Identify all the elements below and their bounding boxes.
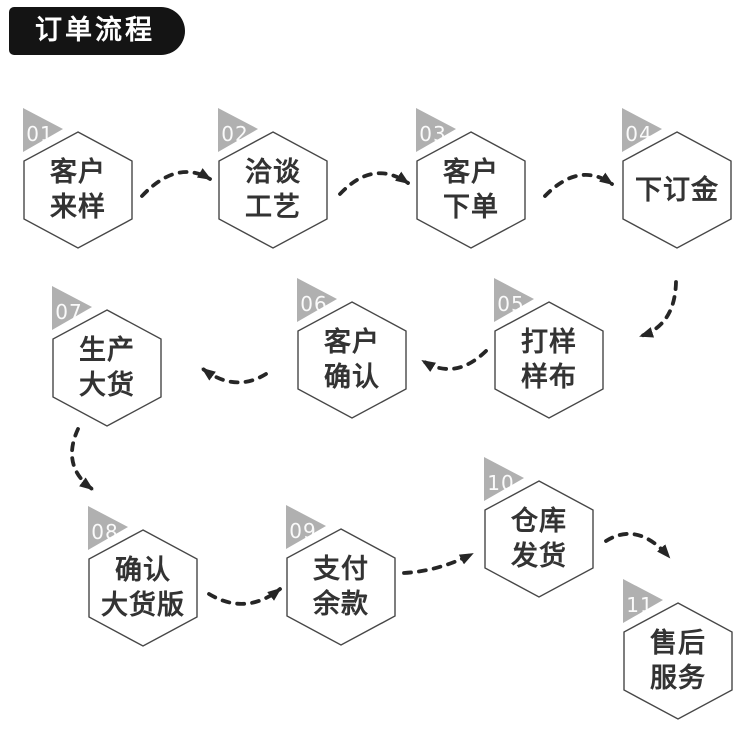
hexagon-step-03	[416, 131, 526, 249]
arrow-10-11	[604, 531, 671, 559]
step-label-02: 洽谈 工艺	[245, 157, 301, 223]
hexagon-step-04	[622, 131, 732, 249]
badge-triangle-10	[484, 457, 524, 501]
step-number-09: 09	[289, 519, 317, 543]
arrow-07-08	[70, 427, 94, 491]
hexagon-step-08	[88, 529, 198, 647]
badge-triangle-09	[286, 505, 326, 549]
badge-triangle-11	[623, 579, 663, 623]
badge-triangle-07	[52, 286, 92, 330]
flow-arrows	[70, 168, 678, 606]
hexagon-step-01	[23, 131, 133, 249]
badge-triangle-01	[23, 108, 63, 152]
badge-triangle-04	[622, 108, 662, 152]
arrow-04-05	[639, 280, 678, 338]
step-number-05: 05	[497, 292, 525, 316]
page-title: 订单流程	[9, 7, 185, 55]
step-number-04: 04	[625, 122, 653, 146]
hexagon-nodes	[23, 131, 733, 720]
step-number-02: 02	[221, 122, 249, 146]
step-number-11: 11	[626, 593, 654, 617]
hexagon-step-06	[297, 301, 407, 419]
badge-triangle-03	[416, 108, 456, 152]
step-label-04: 下订金	[635, 175, 719, 206]
step-label-05: 打样 样布	[521, 327, 577, 393]
arrow-02-03	[338, 171, 410, 196]
badge-triangles	[23, 108, 663, 623]
step-number-06: 06	[300, 292, 328, 316]
step-label-10: 仓库 发货	[511, 506, 567, 572]
step-label-03: 客户 下单	[443, 157, 499, 223]
step-label-06: 客户 确认	[324, 327, 380, 393]
hexagon-step-09	[286, 528, 396, 646]
hexagon-step-10	[484, 480, 594, 598]
arrow-05-06	[421, 349, 488, 373]
badge-triangle-06	[297, 278, 337, 322]
step-label-07: 生产 大货	[79, 335, 135, 401]
step-number-08: 08	[91, 520, 119, 544]
step-label-01: 客户 来样	[50, 157, 106, 223]
step-number-10: 10	[487, 471, 515, 495]
badge-triangle-02	[218, 108, 258, 152]
arrow-09-10	[402, 552, 474, 575]
badge-triangle-08	[88, 506, 128, 550]
badge-triangle-05	[494, 278, 534, 322]
step-label-11: 售后 服务	[650, 628, 706, 694]
hexagon-step-05	[494, 301, 604, 419]
arrow-06-07	[201, 367, 268, 385]
step-label-09: 支付 余款	[313, 554, 369, 620]
hexagon-step-07	[52, 309, 162, 427]
step-number-07: 07	[55, 300, 83, 324]
arrow-01-02	[140, 168, 212, 198]
hexagon-step-02	[218, 131, 328, 249]
hexagon-step-11	[623, 602, 733, 720]
step-number-03: 03	[419, 122, 447, 146]
step-number-01: 01	[26, 122, 54, 146]
arrow-03-04	[543, 172, 614, 198]
arrow-08-09	[207, 587, 282, 606]
step-label-08: 确认 大货版	[101, 555, 185, 621]
